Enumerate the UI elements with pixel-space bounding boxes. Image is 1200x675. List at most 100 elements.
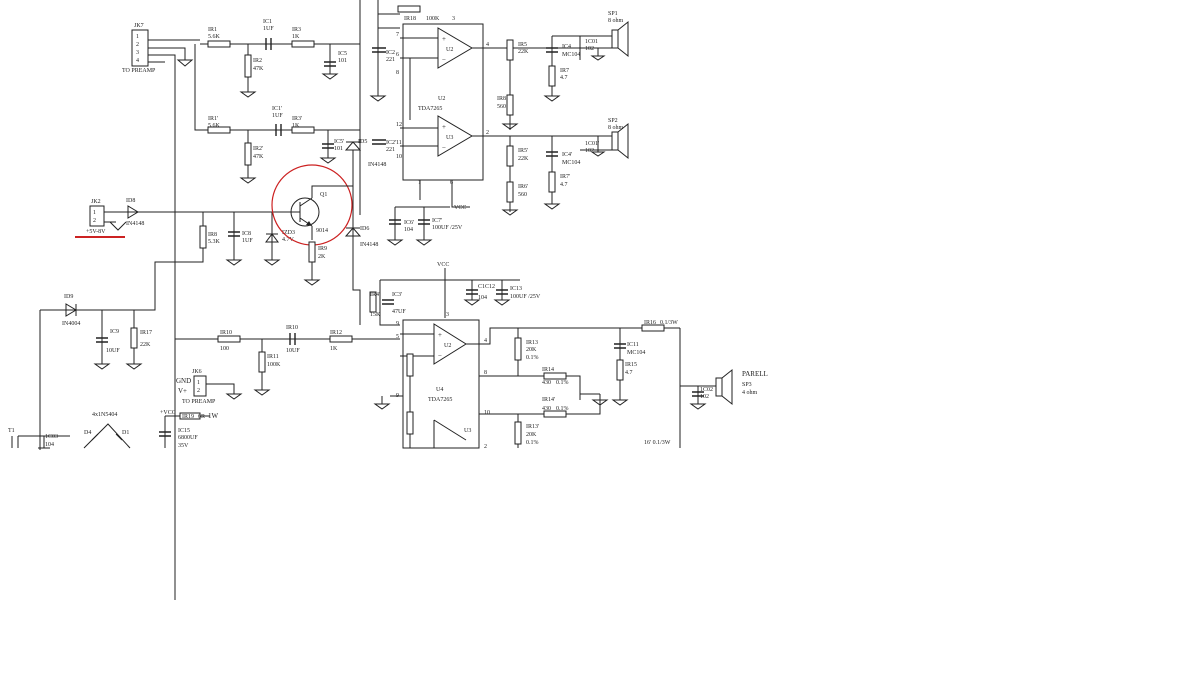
svg-text:IR10: IR10 (286, 325, 298, 331)
svg-text:47K: 47K (253, 154, 264, 160)
svg-text:IR2: IR2 (253, 58, 262, 64)
svg-text:4: 4 (486, 42, 489, 48)
speaker-sp2-icon (611, 122, 629, 160)
svg-text:ID6: ID6 (360, 226, 369, 232)
svg-text:U2: U2 (438, 96, 445, 102)
svg-text:−: − (442, 144, 446, 152)
svg-text:1UF: 1UF (263, 26, 274, 32)
svg-text:IR5': IR5' (518, 148, 528, 154)
svg-text:IN4148: IN4148 (368, 162, 386, 168)
svg-text:IR14: IR14 (542, 367, 554, 373)
svg-text:TDA7265: TDA7265 (418, 106, 442, 112)
diode-id9 (65, 303, 77, 317)
svg-text:IC5': IC5' (334, 139, 344, 145)
svg-text:9: 9 (396, 321, 399, 327)
svg-text:IR16: IR16 (644, 320, 656, 326)
svg-text:1C02: 1C02 (700, 387, 713, 393)
svg-text:IR1: IR1 (208, 27, 217, 33)
svg-text:IR13: IR13 (526, 340, 538, 346)
resistor-ir2 (244, 54, 252, 78)
svg-text:IR5: IR5 (518, 42, 527, 48)
svg-text:102: 102 (585, 148, 594, 154)
svg-text:3: 3 (446, 312, 449, 318)
resistor-ir4 (369, 291, 377, 313)
resistor-ir8 (506, 94, 514, 116)
connector-jk2: 1 2 JK2 +5V-8V (86, 199, 106, 235)
svg-text:6R: 6R (198, 414, 205, 420)
svg-text:9: 9 (396, 393, 399, 399)
resistor-ir13 (514, 337, 522, 361)
svg-text:IR10: IR10 (220, 330, 232, 336)
svg-text:IC9: IC9 (110, 329, 119, 335)
svg-text:JK2: JK2 (91, 199, 101, 205)
svg-text:1: 1 (93, 210, 96, 216)
svg-text:MC104: MC104 (562, 52, 580, 58)
svg-text:+5V-8V: +5V-8V (86, 229, 106, 235)
svg-text:10UF: 10UF (286, 348, 300, 354)
svg-text:1UF: 1UF (272, 113, 283, 119)
svg-text:104: 104 (45, 442, 54, 448)
resistor-ir7 (548, 65, 556, 87)
capacitor-ic1 (265, 38, 272, 50)
svg-text:U3: U3 (464, 428, 471, 434)
svg-text:1W: 1W (208, 412, 219, 420)
svg-text:JK7: JK7 (134, 23, 144, 29)
svg-text:IR12: IR12 (330, 330, 342, 336)
svg-text:560: 560 (518, 192, 527, 198)
svg-text:5: 5 (396, 334, 399, 340)
svg-text:TO PREAMP: TO PREAMP (122, 68, 156, 74)
svg-text:IC13: IC13 (510, 286, 522, 292)
svg-text:IR6': IR6' (518, 184, 528, 190)
ic-tda7265-package (402, 23, 484, 181)
svg-text:IC5: IC5 (338, 51, 347, 57)
svg-text:U2: U2 (446, 47, 453, 53)
svg-text:11: 11 (396, 140, 402, 146)
svg-text:2: 2 (93, 218, 96, 224)
svg-text:IR3': IR3' (292, 116, 302, 122)
svg-text:IR8: IR8 (208, 232, 217, 238)
svg-text:SP2: SP2 (608, 118, 618, 124)
svg-text:IR9: IR9 (318, 246, 327, 252)
svg-text:IC8: IC8 (242, 231, 251, 237)
resistor-ir3p (291, 126, 315, 134)
svg-text:D4: D4 (84, 430, 91, 436)
ic-tda7265-lower (402, 319, 480, 449)
svg-text:8 ohm: 8 ohm (608, 125, 624, 131)
svg-text:101: 101 (338, 58, 347, 64)
svg-text:IR19: IR19 (182, 414, 194, 420)
svg-text:IN4004: IN4004 (62, 321, 80, 327)
svg-text:IC15: IC15 (178, 428, 190, 434)
resistor-ir19 (179, 412, 201, 420)
svg-text:IC1': IC1' (272, 106, 282, 112)
svg-text:100K: 100K (426, 16, 440, 22)
svg-text:5.3K: 5.3K (208, 239, 221, 245)
svg-text:IZD3: IZD3 (282, 230, 295, 236)
svg-text:100: 100 (220, 346, 229, 352)
opamp-u2-lower: +− U2 (433, 323, 467, 365)
svg-text:2: 2 (484, 444, 487, 450)
svg-text:1C03: 1C03 (45, 434, 58, 440)
svg-text:C1C12: C1C12 (478, 284, 495, 290)
svg-text:1: 1 (136, 34, 139, 40)
svg-text:4: 4 (484, 338, 487, 344)
svg-text:0.1%: 0.1% (556, 406, 569, 412)
svg-text:221: 221 (386, 57, 395, 63)
svg-text:PARELL: PARELL (742, 370, 768, 378)
resistor-ir6 (506, 181, 514, 203)
svg-text:101: 101 (334, 146, 343, 152)
svg-text:8: 8 (484, 370, 487, 376)
svg-text:−: − (442, 56, 446, 64)
svg-text:ID9: ID9 (64, 294, 73, 300)
svg-text:0.1%: 0.1% (556, 380, 569, 386)
svg-text:Q1: Q1 (320, 192, 327, 198)
svg-text:IC1: IC1 (263, 19, 272, 25)
resistor-ir5 (506, 39, 514, 61)
svg-text:22K: 22K (140, 342, 151, 348)
svg-text:4.7: 4.7 (560, 75, 568, 81)
svg-text:IR15: IR15 (625, 362, 637, 368)
svg-text:16' 0.1/3W: 16' 0.1/3W (644, 440, 671, 446)
svg-text:IR11: IR11 (267, 354, 279, 360)
resistor-internal (406, 353, 414, 377)
svg-text:221: 221 (386, 147, 395, 153)
svg-text:D1: D1 (122, 430, 129, 436)
